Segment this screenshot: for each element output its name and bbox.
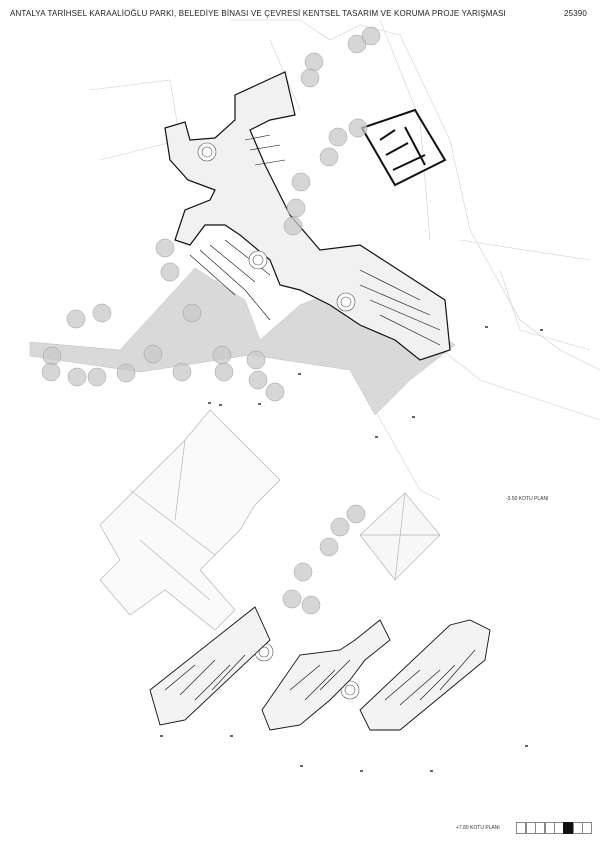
lower-plan-label: -3.50 KOTU PLANI — [506, 496, 549, 502]
entry-code: 25390 — [564, 9, 587, 18]
section-markers — [160, 326, 543, 772]
interior-partitions — [189, 134, 441, 346]
upper-level-building — [149, 606, 491, 731]
upper-plan-label: +7.80 KOTU PLANI — [456, 825, 500, 831]
trees — [41, 26, 381, 615]
historic-building-block — [360, 108, 447, 187]
sheet-index — [516, 822, 593, 834]
competition-title: ANTALYA TARİHSEL KARAALİOĞLU PARKI, BELE… — [10, 9, 506, 18]
upper-partitions — [164, 649, 476, 706]
stair-circles — [197, 142, 360, 700]
sheet-8 — [582, 822, 593, 834]
lower-level-building — [164, 71, 451, 361]
roof-outline — [99, 409, 441, 631]
